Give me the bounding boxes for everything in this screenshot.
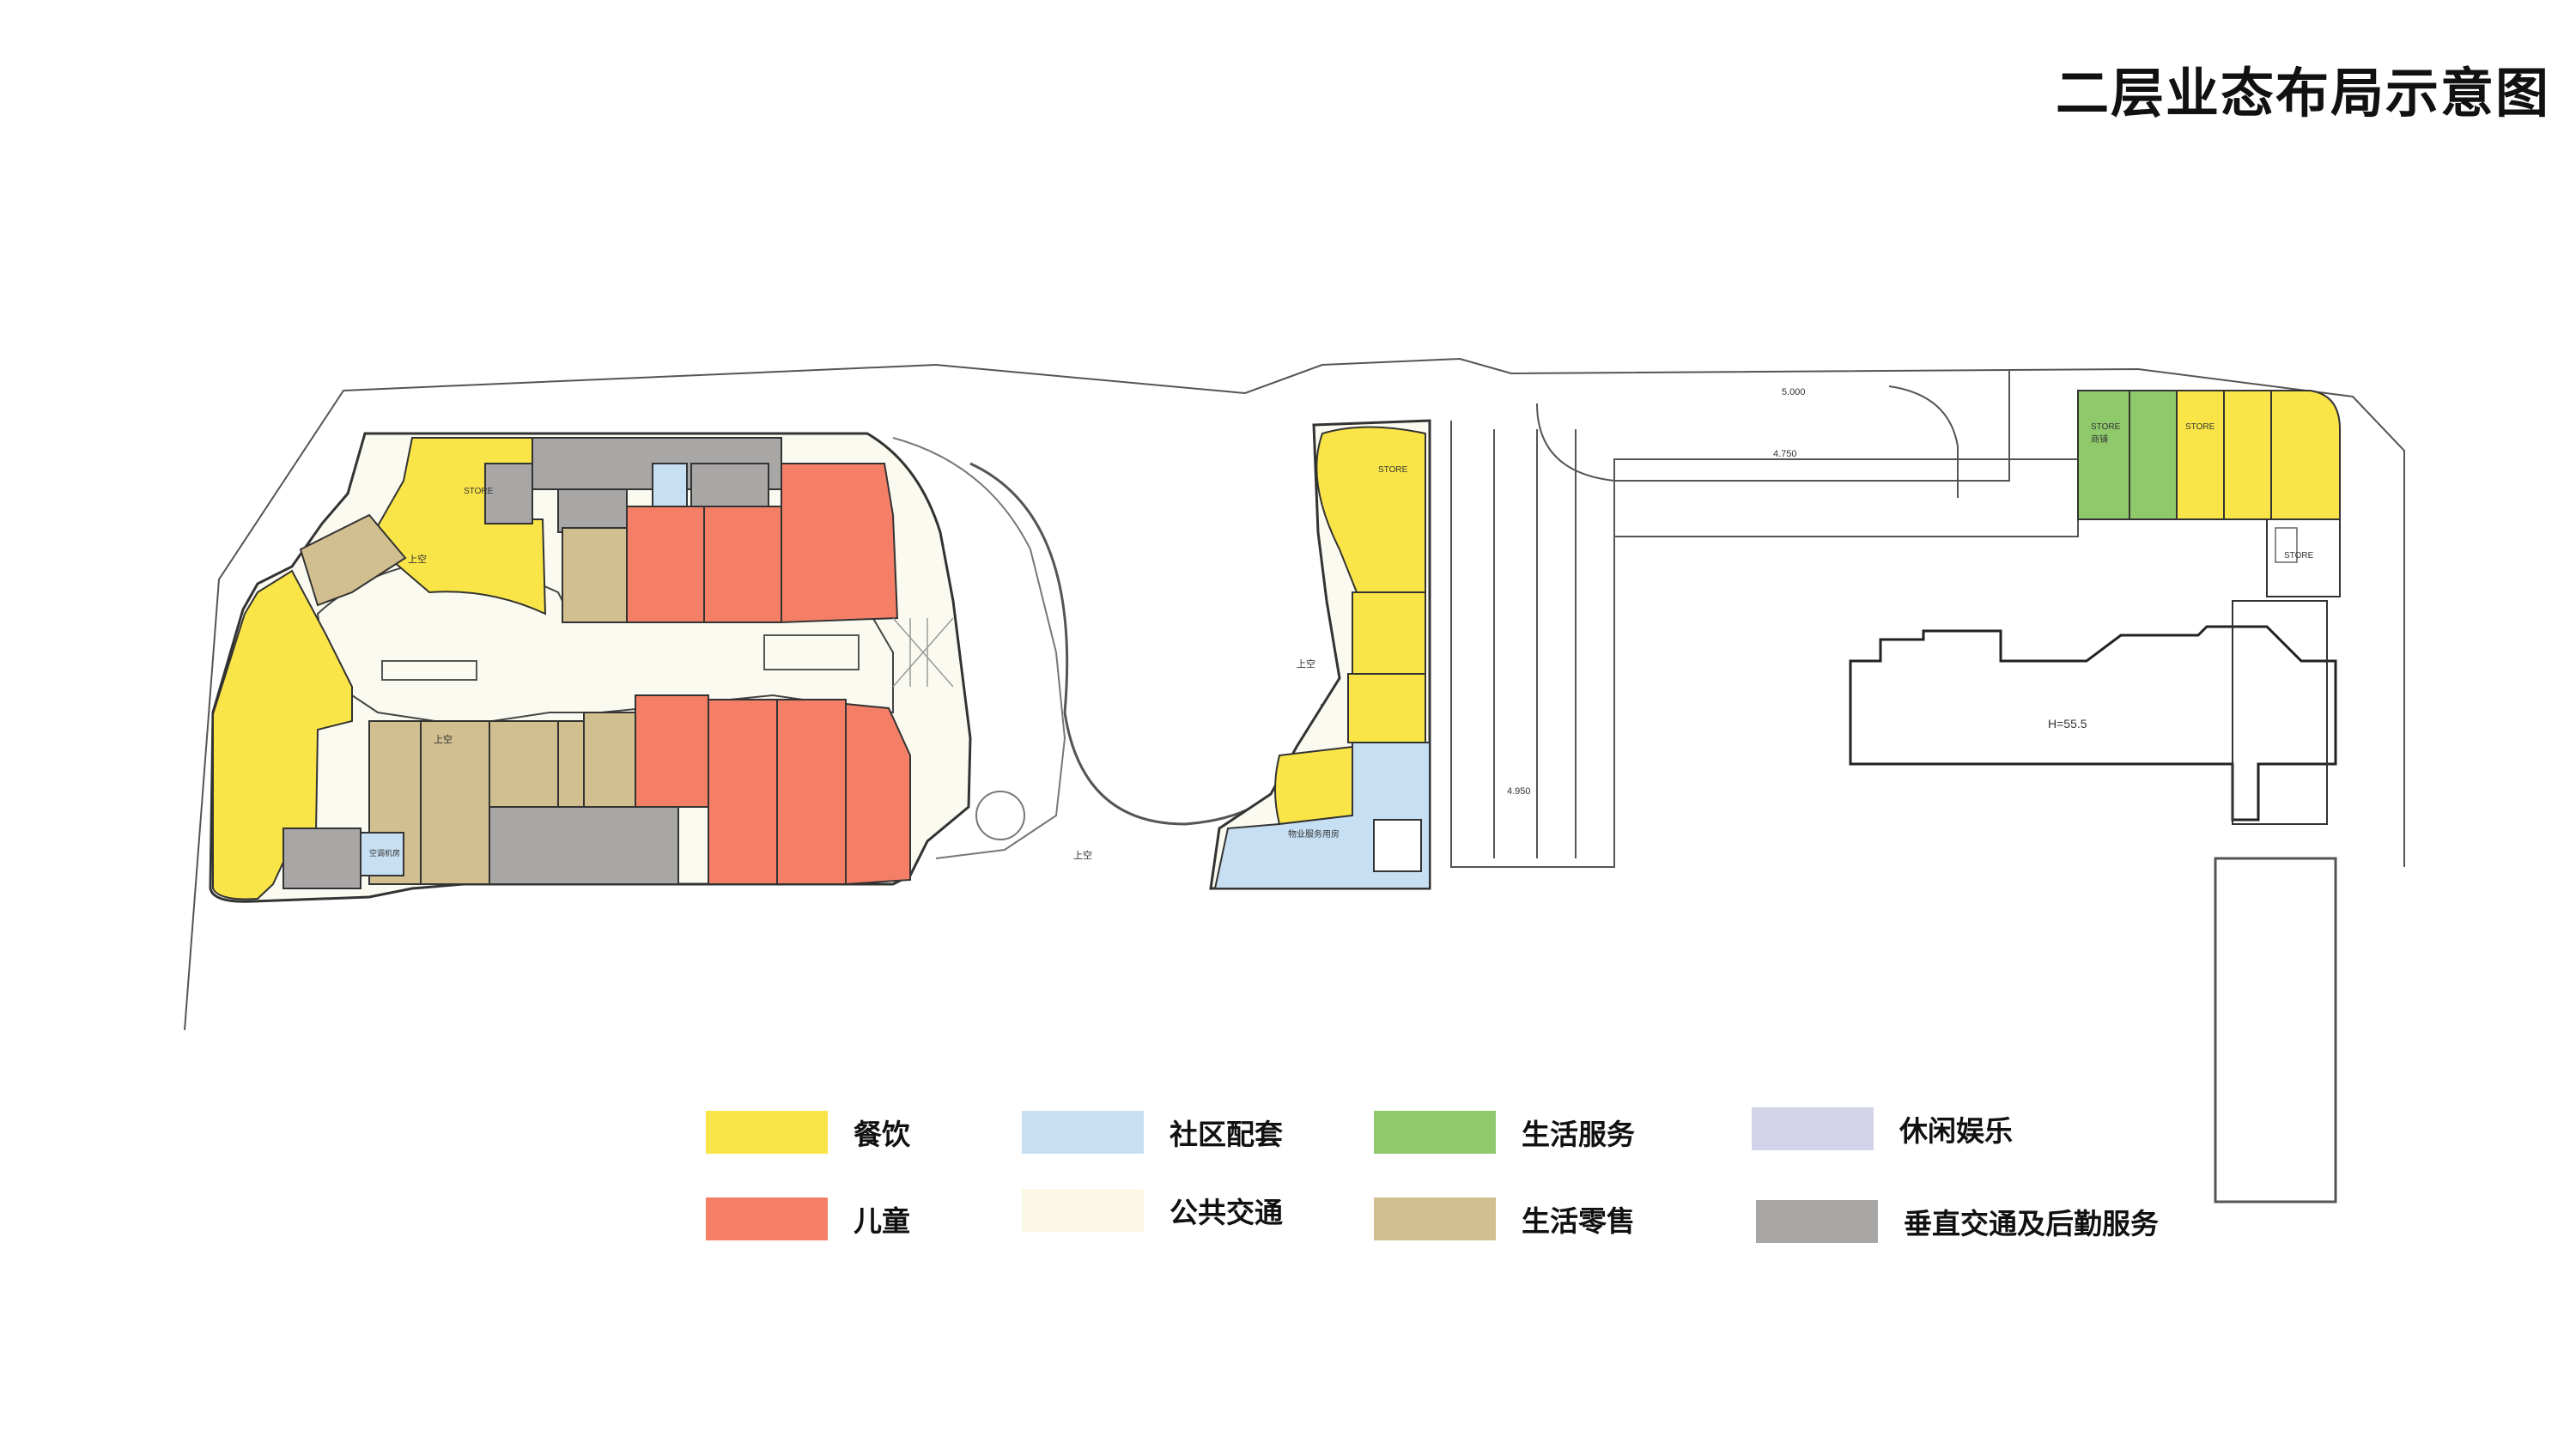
legend-swatch-life-service — [1374, 1111, 1496, 1154]
label-store-1: STORE — [464, 487, 494, 496]
residential-tower-s — [2232, 600, 2328, 825]
shop-retail-n — [562, 527, 628, 623]
east-food-3 — [2270, 390, 2341, 520]
core-north-3 — [557, 488, 628, 533]
east-food-2 — [2223, 390, 2272, 520]
parking-ramp — [1450, 369, 2010, 868]
shop-food-w — [212, 569, 353, 900]
legend-swatch-community — [1022, 1111, 1144, 1154]
legend-leisure: 休闲娱乐 — [1752, 1107, 2013, 1150]
escalator-1 — [381, 660, 477, 681]
label-up-1: 上空 — [408, 553, 427, 565]
shop-retail-nw — [299, 513, 407, 607]
legend-swatch-kids — [706, 1197, 828, 1240]
mid-core — [1373, 819, 1422, 872]
legend-vertical: 垂直交通及后勤服务 — [1756, 1200, 2159, 1243]
shop-kids-s4 — [845, 702, 911, 886]
legend-swatch-public — [1022, 1189, 1144, 1232]
east-tower — [2266, 518, 2341, 597]
label-store-3: STORE — [2091, 422, 2121, 432]
label-elev-4750: 4.750 — [1773, 449, 1797, 459]
shop-kids-s1 — [635, 694, 709, 808]
label-store-4: STORE — [2185, 422, 2215, 432]
legend-swatch-leisure — [1752, 1107, 1874, 1150]
shop-retail-s2 — [420, 720, 490, 885]
plaza-curve — [969, 462, 1324, 826]
shop-kids-s2 — [708, 699, 778, 885]
legend-life-service: 生活服务 — [1374, 1111, 1635, 1154]
east-food-1 — [2176, 390, 2225, 520]
core-south-2 — [283, 828, 361, 889]
label-store-5: STORE — [2284, 551, 2314, 561]
community-ac-n — [652, 463, 688, 512]
legend-swatch-vertical — [1756, 1200, 1878, 1243]
legend-swatch-food — [706, 1111, 828, 1154]
core-north-2 — [484, 463, 533, 524]
label-elev-5000: 5.000 — [1782, 387, 1806, 397]
spiral-stair — [975, 791, 1025, 840]
label-store-2: STORE — [1378, 465, 1408, 475]
label-property: 物业服务用房 — [1288, 828, 1340, 840]
label-up-3: 上空 — [1297, 658, 1315, 670]
shop-kids-n2 — [703, 506, 782, 623]
east-service-2 — [2129, 390, 2178, 520]
core-south — [489, 806, 679, 885]
east-service-1 — [2077, 390, 2130, 520]
parking-loop — [1536, 385, 1959, 498]
community-ac-s — [360, 832, 404, 876]
legend-life-retail: 生活零售 — [1374, 1197, 1635, 1240]
site-boundary — [184, 357, 2405, 1031]
mid-food-2 — [1352, 591, 1426, 675]
shop-retail-s5 — [583, 712, 636, 808]
page-title: 二层业态布局示意图 — [2055, 64, 2550, 124]
shop-kids-n3 — [781, 463, 899, 624]
escalator-2 — [763, 634, 860, 670]
label-up-2: 上空 — [434, 733, 453, 745]
plaza-stairs — [892, 437, 1066, 859]
legend-swatch-life-retail — [1374, 1197, 1496, 1240]
mid-food-3 — [1347, 673, 1426, 743]
tower-far-south — [2214, 857, 2337, 1203]
label-ac-room: 空调机房 — [369, 848, 400, 858]
label-shop-3: 商铺 — [2091, 433, 2108, 445]
legend-label-leisure: 休闲娱乐 — [1899, 1114, 2013, 1148]
legend-label-kids: 儿童 — [854, 1204, 910, 1238]
legend-community: 社区配套 — [1022, 1111, 1283, 1154]
shop-kids-s3 — [776, 699, 847, 885]
plaza-grid — [892, 617, 954, 688]
legend-label-vertical: 垂直交通及后勤服务 — [1904, 1207, 2159, 1240]
shop-kids-n1 — [626, 506, 705, 623]
shop-retail-s4 — [557, 720, 585, 808]
legend-label-life-retail: 生活零售 — [1522, 1204, 1635, 1238]
label-elev-4950: 4.950 — [1507, 786, 1531, 797]
legend-label-life-service: 生活服务 — [1522, 1118, 1635, 1151]
legend-food: 餐饮 — [706, 1111, 910, 1154]
mid-food-4 — [1274, 745, 1353, 826]
legend-kids: 儿童 — [706, 1197, 910, 1240]
east-stair — [2275, 527, 2298, 563]
legend-public: 公共交通 — [1022, 1189, 1283, 1232]
legend-label-food: 餐饮 — [854, 1118, 910, 1151]
residential-block — [1849, 625, 2337, 822]
legend-label-community: 社区配套 — [1170, 1118, 1283, 1151]
label-h-mark: H=55.5 — [2048, 717, 2087, 731]
label-up-4: 上空 — [1073, 849, 1092, 861]
legend-label-public: 公共交通 — [1170, 1196, 1283, 1229]
